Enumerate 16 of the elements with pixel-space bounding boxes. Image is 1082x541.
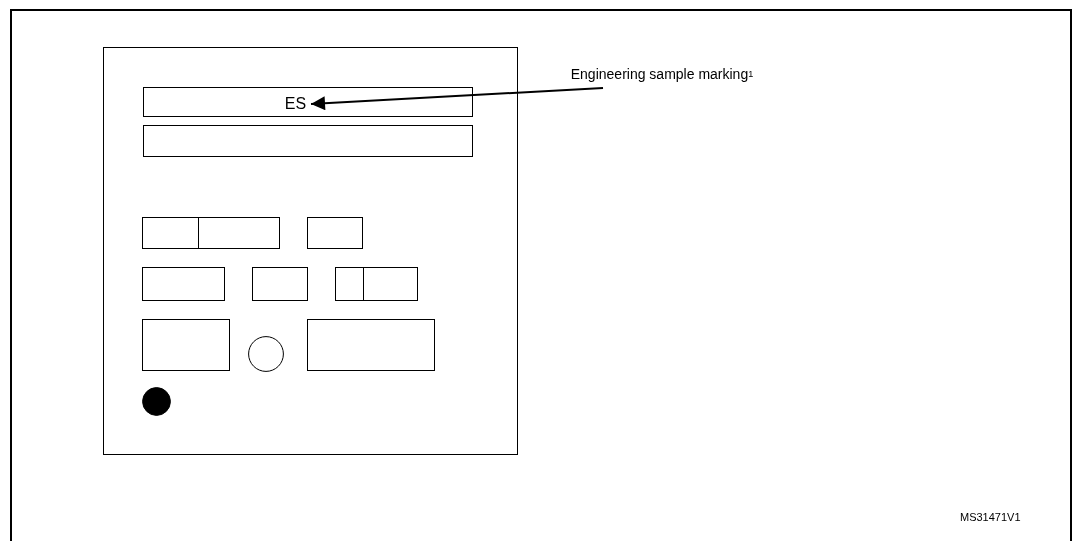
figure-id: MS31471V1 bbox=[960, 511, 1021, 523]
marking-field-box bbox=[306, 318, 435, 371]
marking-field-box bbox=[197, 216, 280, 249]
marking-field-box bbox=[334, 266, 364, 301]
marking-field-box bbox=[251, 266, 308, 301]
arrow bbox=[310, 87, 604, 111]
callout-label: Engineering sample marking$^{1}$ bbox=[567, 62, 757, 86]
marking-field-box bbox=[306, 216, 363, 249]
pin-one-dot bbox=[141, 386, 171, 416]
marking-field-box bbox=[141, 266, 225, 301]
marking-text: ES bbox=[280, 92, 311, 115]
marking-field-box bbox=[362, 266, 418, 301]
marking-field-box bbox=[141, 318, 230, 371]
package-outline bbox=[103, 47, 518, 455]
marking-field-box bbox=[141, 216, 199, 249]
open-circle-mark bbox=[247, 335, 284, 372]
